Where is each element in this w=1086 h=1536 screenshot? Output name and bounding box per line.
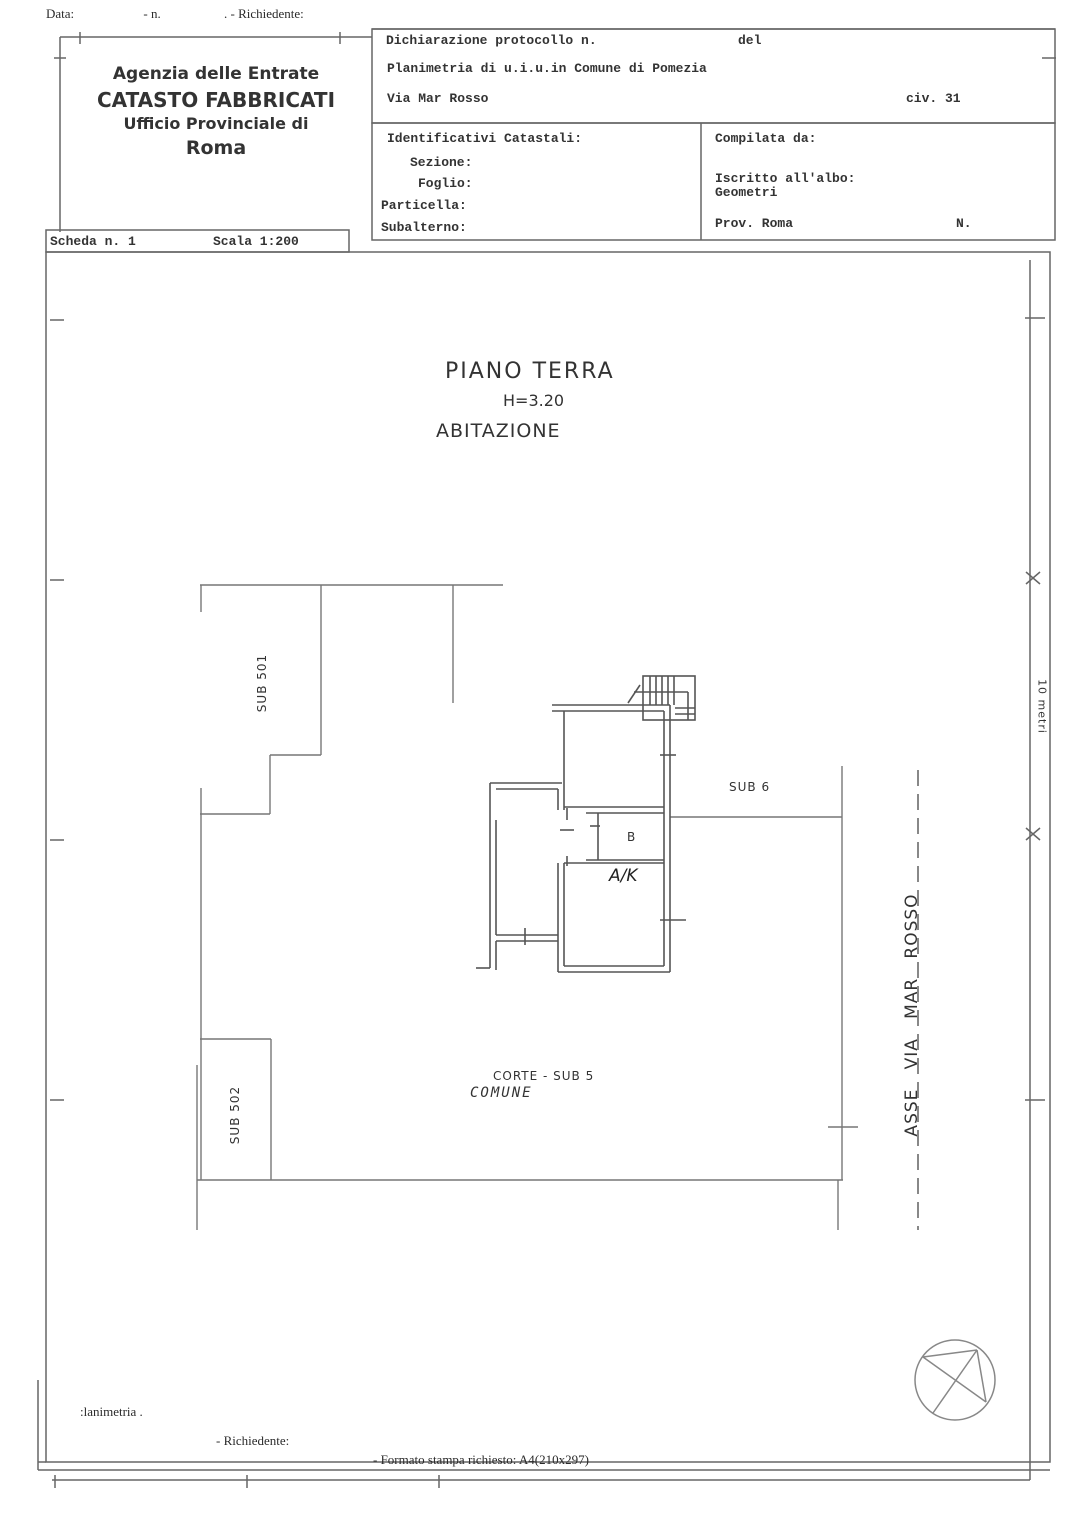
agency-office: Ufficio Provinciale di xyxy=(123,114,309,133)
floor-title: PIANO TERRA xyxy=(445,359,615,384)
street-axis-label: ASSE VIA MAR ROSSO xyxy=(902,893,922,1137)
label-sub-501: SUB 501 xyxy=(255,653,269,713)
albo-value: Geometri xyxy=(715,185,778,200)
floor-height: H=3.20 xyxy=(503,391,565,410)
scheda-number: Scheda n. 1 xyxy=(50,234,136,249)
foglio-label: Foglio: xyxy=(418,176,473,191)
albo-label: Iscritto all'albo: xyxy=(715,171,856,186)
agency-name: Agenzia delle Entrate xyxy=(112,64,320,84)
room-label-ak: A/K xyxy=(609,866,638,886)
label-sub-6: SUB 6 xyxy=(729,780,771,794)
label-sub-502: SUB 502 xyxy=(228,1085,242,1145)
label-corte: CORTE - SUB 5 xyxy=(493,1069,595,1083)
particella-label: Particella: xyxy=(381,198,467,213)
unit-use: ABITAZIONE xyxy=(436,420,561,442)
print-n-label: - n. xyxy=(143,6,161,21)
footer-print-format: - Formato stampa richiesto: A4(210x297) xyxy=(373,1452,589,1467)
civic-number: civ. 31 xyxy=(906,91,961,106)
scale: Scala 1:200 xyxy=(213,234,299,249)
label-comune-handwritten: COMUNE xyxy=(470,1085,533,1101)
agency-block: Agenzia delle Entrate CATASTO FABBRICATI… xyxy=(60,64,372,159)
del-label: del xyxy=(738,33,762,48)
plan-description: Planimetria di u.i.u.in Comune di Pomezi… xyxy=(387,61,707,76)
print-richiedente-label: . - Richiedente: xyxy=(224,6,304,21)
room-label-b: B xyxy=(627,830,637,844)
print-date-label: Data: xyxy=(46,6,75,21)
scale-bar-label: 10 metri xyxy=(1035,679,1049,734)
agency-catasto: CATASTO FABBRICATI xyxy=(96,88,336,112)
north-arrow-icon xyxy=(914,1339,996,1421)
subalterno-label: Subalterno: xyxy=(381,220,467,235)
print-header: Data: - n. . - Richiedente: xyxy=(46,6,304,22)
sezione-label: Sezione: xyxy=(410,155,473,170)
agency-city: Roma xyxy=(185,137,247,159)
identifiers-title: Identificativi Catastali: xyxy=(387,131,583,146)
protocol-label: Dichiarazione protocollo n. xyxy=(386,33,597,48)
footer-planimetria: :lanimetria . xyxy=(80,1404,143,1419)
address: Via Mar Rosso xyxy=(387,91,489,106)
registration-number-label: N. xyxy=(956,216,972,231)
footer-richiedente: - Richiedente: xyxy=(216,1433,290,1448)
province: Prov. Roma xyxy=(715,216,794,231)
compiler-title: Compilata da: xyxy=(715,131,817,146)
